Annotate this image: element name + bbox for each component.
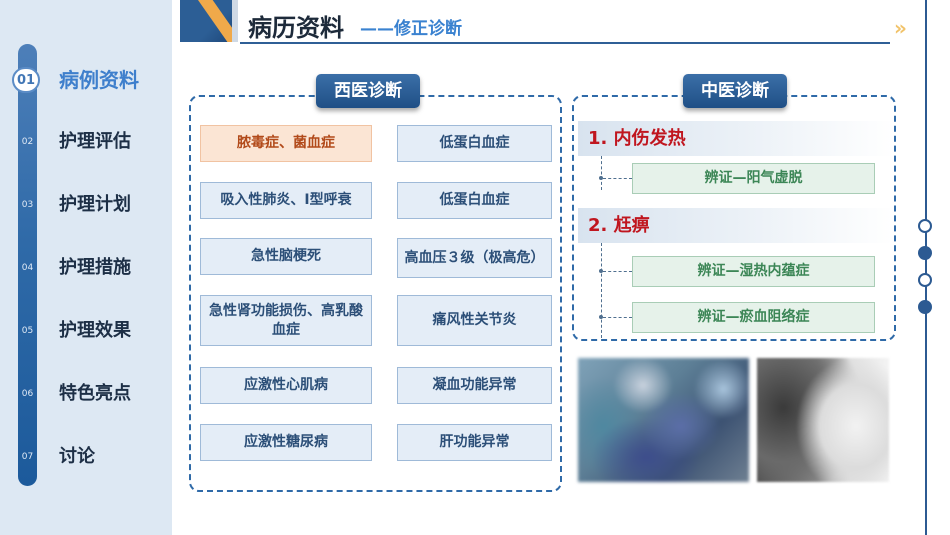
- diagnosis-item: 高血压３级（极高危）: [397, 238, 552, 278]
- sidebar-item-nursing-assessment[interactable]: 02 护理评估: [0, 122, 172, 162]
- diagnosis-item: 急性脑梗死: [200, 238, 372, 275]
- sidebar-item-number: 07: [21, 452, 34, 462]
- sidebar-item-nursing-measures[interactable]: 04 护理措施: [0, 248, 172, 288]
- sidebar-item-label: 护理效果: [59, 320, 131, 341]
- tree-connector: [603, 317, 632, 318]
- sidebar-item-discussion[interactable]: 07 讨论: [0, 437, 172, 477]
- sidebar-item-label: 护理计划: [59, 194, 131, 215]
- tree-connector: [603, 178, 632, 179]
- ct-scan-image: [757, 358, 889, 482]
- diagnosis-item: 吸入性肺炎、Ⅰ型呼衰: [200, 182, 372, 219]
- sidebar-item-number: 01: [12, 67, 40, 93]
- tree-connector: [601, 156, 602, 190]
- diagnosis-item: 低蛋白血症: [397, 182, 552, 219]
- diagnosis-item: 应激性心肌病: [200, 367, 372, 404]
- sidebar-item-number: 02: [21, 137, 34, 147]
- tree-bullet: [599, 176, 603, 180]
- diagnosis-item: 脓毒症、菌血症: [200, 125, 372, 162]
- right-divider: [925, 0, 927, 535]
- sidebar-item-nursing-plan[interactable]: 03 护理计划: [0, 185, 172, 225]
- tcm-syndrome-item: 辨证—湿热内蕴症: [632, 256, 875, 287]
- sidebar-item-number: 03: [21, 200, 34, 210]
- sidebar-item-case-data[interactable]: 01 病例资料: [0, 60, 172, 100]
- clinical-photo: [578, 358, 749, 482]
- page-subtitle: ——修正诊断: [360, 19, 462, 39]
- header-decoration: [180, 0, 236, 42]
- sidebar-item-label: 讨论: [59, 446, 95, 467]
- double-chevron-right-icon: »: [894, 16, 907, 40]
- tree-connector: [603, 271, 632, 272]
- diagnosis-item: 凝血功能异常: [397, 367, 552, 404]
- tree-connector: [601, 243, 602, 338]
- diagnosis-item: 痛风性关节炎: [397, 295, 552, 346]
- sidebar-item-number: 05: [21, 326, 34, 336]
- header-band: [232, 0, 238, 42]
- page-dot[interactable]: [918, 273, 932, 287]
- diagnosis-item: 急性肾功能损伤、高乳酸血症: [200, 295, 372, 346]
- page-dot-active[interactable]: [918, 246, 932, 260]
- diagnosis-item: 低蛋白血症: [397, 125, 552, 162]
- tcm-heading: 1. 内伤发热: [578, 121, 894, 156]
- sidebar-item-highlights[interactable]: 06 特色亮点: [0, 374, 172, 414]
- sidebar-track: [18, 44, 37, 486]
- sidebar-item-label: 病例资料: [59, 68, 139, 92]
- diagnosis-item: 应激性糖尿病: [200, 424, 372, 461]
- sidebar: 01 病例资料 02 护理评估 03 护理计划 04 护理措施 05 护理效果 …: [0, 0, 172, 535]
- diagnosis-item: 肝功能异常: [397, 424, 552, 461]
- page-dot-active[interactable]: [918, 300, 932, 314]
- sidebar-item-label: 护理措施: [59, 257, 131, 278]
- sidebar-item-number: 06: [21, 389, 34, 399]
- page-dot[interactable]: [918, 219, 932, 233]
- page-title: 病历资料: [248, 14, 344, 42]
- sidebar-item-label: 护理评估: [59, 131, 131, 152]
- tcm-syndrome-item: 辨证—阳气虚脱: [632, 163, 875, 194]
- tree-bullet: [599, 269, 603, 273]
- tcm-heading: 2. 尪痹: [578, 208, 894, 243]
- tree-bullet: [599, 315, 603, 319]
- sidebar-item-nursing-effect[interactable]: 05 护理效果: [0, 311, 172, 351]
- header-underline: [240, 42, 890, 44]
- sidebar-item-number: 04: [21, 263, 34, 273]
- tcm-diagnosis-title: 中医诊断: [683, 74, 787, 108]
- sidebar-item-label: 特色亮点: [59, 383, 131, 404]
- western-diagnosis-title: 西医诊断: [316, 74, 420, 108]
- tcm-syndrome-item: 辨证—瘀血阻络症: [632, 302, 875, 333]
